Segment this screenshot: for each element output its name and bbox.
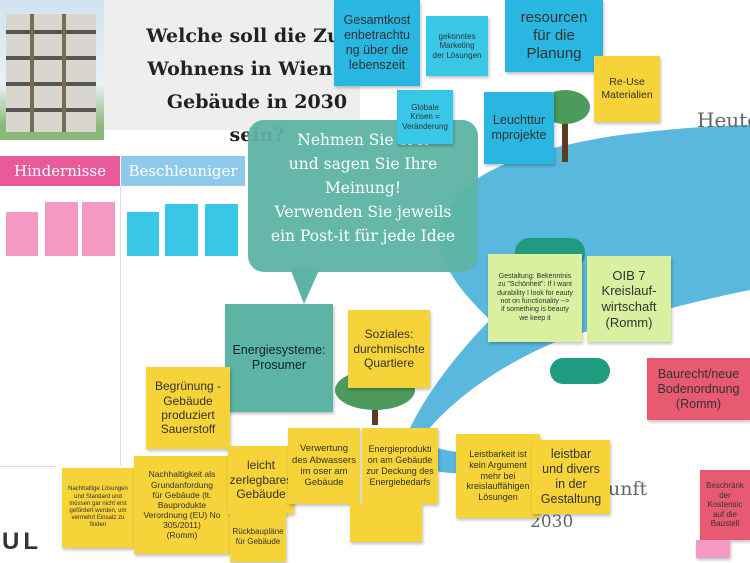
pink-note-stack[interactable] xyxy=(45,202,78,256)
logo-text: UL xyxy=(2,528,42,555)
label-heute: Heute xyxy=(697,108,750,132)
note-energie[interactable]: Energiesysteme: Prosumer xyxy=(225,304,333,412)
note-krisen[interactable]: Globale Krisen = Veränderung xyxy=(397,90,453,144)
note-baurecht[interactable]: Baurecht/neue Bodenordnung (Romm) xyxy=(647,358,750,420)
column-divider xyxy=(120,186,121,466)
header-hindernisse: Hindernisse xyxy=(0,156,120,186)
note-gesamtkosten[interactable]: Gesamtkost enbetrachtu ng über die leben… xyxy=(334,0,420,86)
note-leistbar[interactable]: leistbar und divers in der Gestaltung xyxy=(532,440,610,514)
note-oib[interactable]: OIB 7 Kreislauf- wirtschaft (Romm) xyxy=(587,256,671,342)
note-energieprod[interactable]: Energieprodukti on am Gebäude zur Deckun… xyxy=(362,428,438,504)
note-zerlegbar[interactable]: leicht zerlegbares Gebäude xyxy=(228,446,294,514)
note-begruenung[interactable]: Begrünung - Gebäude produziert Sauerstof… xyxy=(146,367,230,449)
note-nachhaltigkeit[interactable]: Nachhaltigkeit als Grundanfordung für Ge… xyxy=(134,456,230,554)
note-empty-yellow[interactable] xyxy=(350,504,422,542)
note-nachhaltig-loesungen[interactable]: Nachhaltige Lösungen und Standard und mü… xyxy=(62,468,134,548)
speech-bubble-text: Nehmen Sie ei it und sagen Sie Ihre Mein… xyxy=(270,131,456,245)
bottom-divider xyxy=(0,466,56,467)
cyan-note-stack[interactable] xyxy=(127,212,159,256)
header-beschleuniger: Beschleuniger xyxy=(121,156,245,186)
cyan-note-stack[interactable] xyxy=(165,204,198,256)
note-reuse[interactable]: Re-Use Materialien xyxy=(594,56,660,122)
note-marketing[interactable]: gekonntes Marketing der Lösungen xyxy=(426,16,488,76)
note-pink-small[interactable] xyxy=(696,540,730,558)
building-photo xyxy=(0,0,104,140)
pink-note-stack[interactable] xyxy=(6,212,38,256)
pink-note-stack[interactable] xyxy=(82,202,115,256)
note-leuchtturm[interactable]: Leuchttur mprojekte xyxy=(484,92,554,164)
label-zukunft: unft xyxy=(608,478,648,500)
title-panel xyxy=(104,0,360,130)
speech-bubble xyxy=(248,120,478,272)
note-soziales[interactable]: Soziales: durchmischte Quartiere xyxy=(348,310,430,388)
note-beschraenk[interactable]: Beschränk der Kostensic auf die Baustell xyxy=(700,470,750,540)
note-abwasser[interactable]: Verwertung des Abwassers im oser am Gebä… xyxy=(288,428,360,504)
speech-bubble-tail xyxy=(290,268,320,304)
note-gestaltung[interactable]: Gestaltung: Bekenntnis zu "Schönheit": I… xyxy=(488,254,582,342)
note-rueckbau[interactable]: Rückbaupläne für Gebäude xyxy=(230,512,286,562)
note-resourcen[interactable]: resourcen für die Planung xyxy=(505,0,603,72)
note-leistbar-argument[interactable]: Leistbarkeit ist kein Argument mehr bei … xyxy=(456,434,540,518)
label-year: 2030 xyxy=(530,512,574,532)
cyan-note-stack[interactable] xyxy=(205,204,238,256)
